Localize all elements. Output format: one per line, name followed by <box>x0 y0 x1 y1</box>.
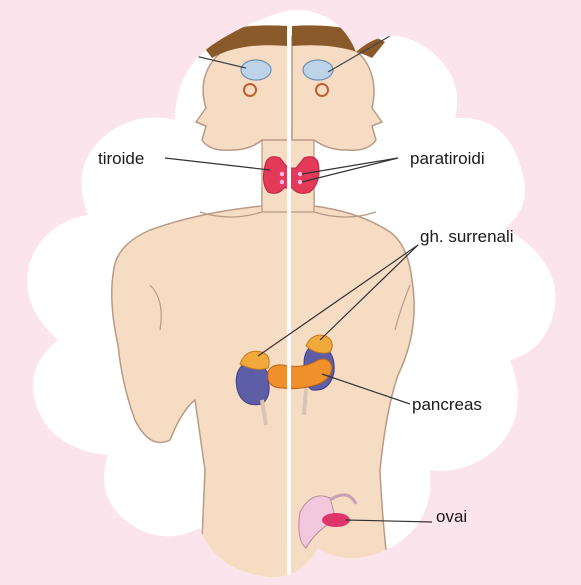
ureter-right <box>304 388 306 415</box>
parathyroid-label: paratiroidi <box>410 149 485 168</box>
adrenal-label: gh. surrenali <box>420 227 514 246</box>
midline-divider <box>287 20 291 585</box>
parathyroid-gland <box>280 172 284 176</box>
pancreas-label: pancreas <box>412 395 482 414</box>
parathyroid-gland <box>298 180 302 184</box>
ovary-label: ovai <box>436 507 467 526</box>
pituitary-gland-right <box>303 60 333 80</box>
pituitary-gland-left <box>241 60 271 80</box>
ovary-gland <box>322 513 350 527</box>
thyroid-label: tiroide <box>98 149 144 168</box>
parathyroid-gland <box>298 172 302 176</box>
parathyroid-gland <box>280 180 284 184</box>
